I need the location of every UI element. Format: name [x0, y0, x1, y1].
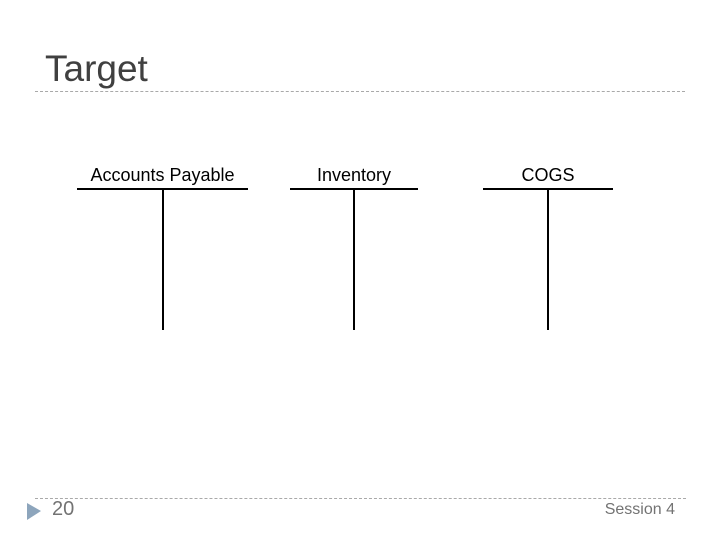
- session-label: Session 4: [604, 501, 675, 518]
- taccount-accounts-payable: Accounts Payable: [77, 162, 248, 330]
- page-title: Target: [45, 48, 148, 89]
- taccount-stem: [161, 190, 164, 330]
- taccount-top-line: [483, 188, 613, 190]
- taccount-top-line: [290, 188, 418, 190]
- taccount-cogs: COGS: [483, 162, 613, 330]
- taccount-label: COGS: [521, 165, 575, 185]
- taccount-label: Accounts Payable: [90, 165, 235, 185]
- footer-divider: [35, 498, 686, 499]
- title-divider: [35, 91, 685, 92]
- taccount-stem: [547, 190, 549, 330]
- next-slide-arrow-icon: [27, 503, 41, 520]
- taccount-stem: [353, 190, 355, 330]
- page-number: 20: [52, 498, 75, 520]
- taccount-label: Inventory: [316, 165, 392, 185]
- taccount-inventory: Inventory: [290, 162, 418, 330]
- taccount-top-line: [77, 188, 248, 190]
